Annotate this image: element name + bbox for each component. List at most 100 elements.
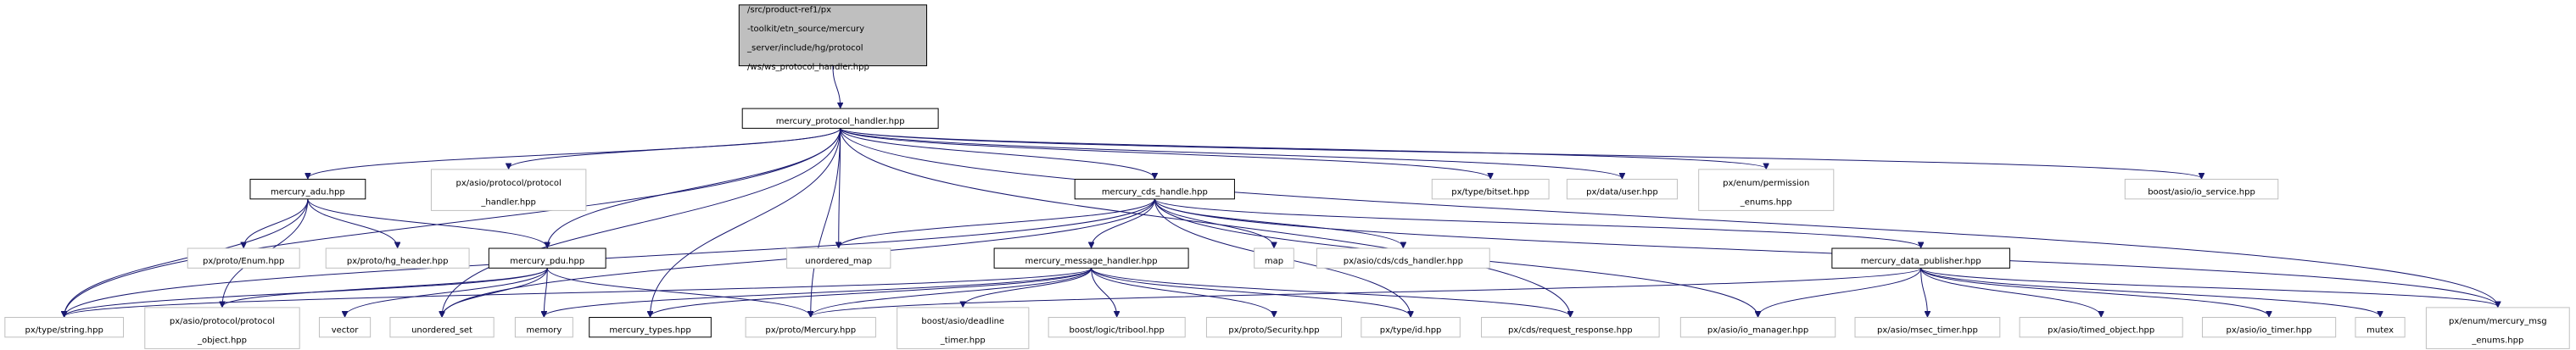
edge-cds_handle-to-map xyxy=(1154,198,1274,247)
node-perm-enums: px/enum/permission_enums.hpp xyxy=(1698,169,1835,211)
node-msec-timer: px/asio/msec_timer.hpp xyxy=(1854,317,2001,338)
node-label: px/asio/cds/cds_handler.hpp xyxy=(1344,257,1463,266)
edge-pdu-to-vector xyxy=(345,268,548,316)
edge-line xyxy=(222,267,548,307)
edge-line xyxy=(811,267,1922,316)
node-box xyxy=(897,307,1030,349)
node-box xyxy=(1048,317,1186,338)
edge-mph-to-asio_protocol_handler xyxy=(509,127,841,169)
edge-line xyxy=(544,268,548,316)
node-label: px/asio/protocol/protocol xyxy=(456,179,562,188)
node-box xyxy=(993,247,1189,269)
node-msg-enums: px/enum/mercury_msg_enums.hpp xyxy=(2425,307,2570,349)
edge-line xyxy=(1758,268,1922,316)
node-label: mercury_message_handler.hpp xyxy=(1025,257,1158,266)
node-label: px/asio/protocol/protocol xyxy=(170,317,275,326)
node-label: px/type/id.hpp xyxy=(1380,325,1442,335)
edge-msg_handler-to-tribool xyxy=(1091,268,1117,316)
edge-line xyxy=(651,268,1092,316)
edge-data_publisher-to-mutex xyxy=(1920,268,2380,316)
node-protocol-object: px/asio/protocol/protocol_object.hpp xyxy=(144,307,300,349)
edge-mph-to-string xyxy=(64,128,841,316)
edge-line xyxy=(840,128,1155,178)
node-root[interactable]: /src/product-ref1/px-toolkit/etn_source/… xyxy=(738,4,928,72)
node-box xyxy=(1316,247,1490,269)
edge-mph-to-perm_enums xyxy=(840,127,1767,169)
edge-line xyxy=(509,127,841,169)
node-proto-enum: px/proto/Enum.hpp xyxy=(187,247,300,269)
node-box xyxy=(2425,307,2570,349)
edge-mph-to-io_service xyxy=(840,127,2202,178)
edge-line xyxy=(839,198,1155,247)
node-unordered-set: unordered_set xyxy=(389,317,495,338)
edge-line xyxy=(442,128,841,316)
edge-line xyxy=(546,268,810,316)
nodes: /src/product-ref1/px-toolkit/etn_source/… xyxy=(4,4,2570,349)
node-types[interactable]: mercury_types.hpp xyxy=(589,317,712,338)
edge-line xyxy=(307,198,547,247)
node-msg-handler[interactable]: mercury_message_handler.hpp xyxy=(993,247,1189,269)
node-label: px/asio/timed_object.hpp xyxy=(2048,325,2154,335)
node-label: px/proto/hg_header.hpp xyxy=(347,257,449,266)
edge-mph-to-request_response xyxy=(840,128,1571,316)
edge-line xyxy=(1920,268,2269,316)
node-pdu[interactable]: mercury_pdu.hpp xyxy=(488,247,606,269)
node-asio-protocol-handler: px/asio/protocol/protocol _handler.hpp xyxy=(430,169,587,211)
node-cds-handler: px/asio/cds/cds_handler.hpp xyxy=(1316,247,1490,269)
node-box xyxy=(430,169,587,211)
node-box xyxy=(1361,317,1461,338)
node-label: _handler.hpp xyxy=(480,198,536,208)
node-mph[interactable]: mercury_protocol_handler.hpp xyxy=(741,108,939,129)
node-label: px/type/bitset.hpp xyxy=(1451,187,1529,197)
edge-line xyxy=(811,268,1092,316)
edge-mph-to-msg_enums xyxy=(840,128,2498,307)
node-label: mercury_types.hpp xyxy=(609,325,690,335)
edge-line xyxy=(547,128,841,247)
edges xyxy=(64,65,2498,317)
edge-cds_handle-to-msg_enums xyxy=(1154,198,2498,307)
node-label: _server/include/hg/protocol xyxy=(746,43,863,53)
node-label: px/asio/msec_timer.hpp xyxy=(1877,325,1978,335)
edge-line xyxy=(1154,198,1403,247)
edge-line xyxy=(1091,268,1411,316)
edge-mph-to-cds_handle xyxy=(840,128,1155,178)
node-label: mutex xyxy=(2366,325,2394,335)
edge-pdu-to-memory xyxy=(544,268,548,316)
node-data-publisher[interactable]: mercury_data_publisher.hpp xyxy=(1831,247,2010,269)
node-user: px/data/user.hpp xyxy=(1566,179,1678,200)
edge-mph-to-bitset xyxy=(840,127,1491,178)
node-box xyxy=(1679,317,1836,338)
edge-line xyxy=(840,128,2498,307)
node-io-service: boost/asio/io_service.hpp xyxy=(2124,179,2279,200)
edge-line xyxy=(840,127,1623,178)
edge-line xyxy=(64,267,1092,316)
node-deadline-timer: boost/asio/deadline_timer.hpp xyxy=(897,307,1030,349)
node-box xyxy=(745,317,876,338)
node-mutex: mutex xyxy=(2355,317,2406,338)
node-box xyxy=(1698,169,1835,211)
node-box xyxy=(1205,317,1343,338)
edge-msg_handler-to-deadline_timer xyxy=(963,268,1092,307)
edge-data_publisher-to-msec_timer xyxy=(1920,268,1928,316)
edge-line xyxy=(1920,268,1928,316)
edge-line xyxy=(544,267,1092,316)
node-box xyxy=(741,108,939,129)
node-cds-handle[interactable]: mercury_cds_handle.hpp xyxy=(1074,179,1235,200)
edge-mph-to-pdu xyxy=(547,128,841,247)
node-box xyxy=(1431,179,1550,200)
node-label: px/data/user.hpp xyxy=(1586,187,1658,197)
node-adu[interactable]: mercury_adu.hpp xyxy=(249,179,366,200)
edge-cds_handle-to-cds_handler xyxy=(1154,198,1403,247)
node-label: px/type/string.hpp xyxy=(25,325,103,335)
node-box xyxy=(325,247,470,269)
edge-data_publisher-to-mercury xyxy=(811,267,1922,316)
edge-root-to-mph xyxy=(832,65,841,108)
edge-line xyxy=(963,268,1092,307)
edge-line xyxy=(1920,267,2498,307)
edge-mph-to-types xyxy=(651,128,841,316)
edge-line xyxy=(64,267,548,316)
edge-line xyxy=(1091,268,1117,316)
node-label: _timer.hpp xyxy=(940,336,986,346)
edge-line xyxy=(811,128,841,316)
edge-msg_handler-to-types xyxy=(651,268,1092,316)
